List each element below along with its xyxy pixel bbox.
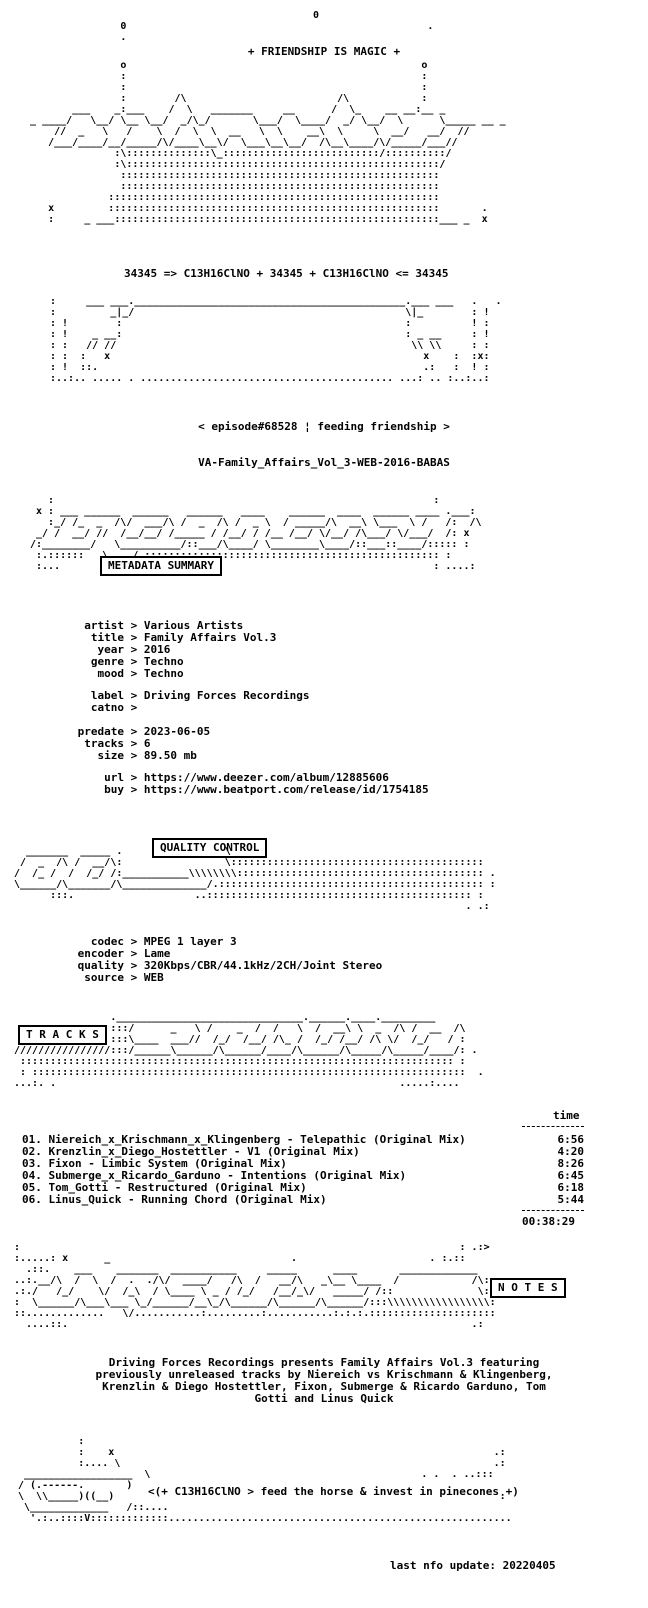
notes-banner-art: : : .:> :.....: x _ . . :.:: .::. ___ __… <box>14 1242 496 1330</box>
deezer-link[interactable]: https://www.deezer.com/album/12885606 <box>143 771 389 784</box>
header-formula: 34345 => C13H16ClNO + 34345 + C13H16ClNO… <box>124 267 449 280</box>
tracks-banner-art: ._______________________________.______.… <box>14 1012 484 1089</box>
episode-line: < episode#68528 ¦ feeding friendship > <box>198 420 450 433</box>
total-rule <box>522 1210 584 1211</box>
footer-tagline: <(+ C13H16ClNO > feed the horse & invest… <box>148 1485 519 1498</box>
time-column-header: time <box>553 1109 580 1122</box>
header-motto: + FRIENDSHIP IS MAGIC + <box>247 45 401 58</box>
track-row: 01. Niereich_x_Krischmann_x_Klingenberg … <box>22 1133 584 1146</box>
metadata-row-url: url > https://www.deezer.com/album/12885… <box>104 771 389 784</box>
metadata-heading: METADATA SUMMARY <box>100 556 222 576</box>
time-header-rule <box>522 1126 584 1127</box>
track-row: 05. Tom_Gotti - Restructured (Original M… <box>22 1181 584 1194</box>
track-row: 04. Submerge_x_Ricardo_Garduno - Intenti… <box>22 1169 584 1182</box>
metadata-row-mood: mood > Techno <box>97 667 184 680</box>
release-name: VA-Family_Affairs_Vol_3-WEB-2016-BABAS <box>198 456 450 469</box>
metadata-row-predate: predate > 2023-06-05 <box>77 725 211 738</box>
footer-horse-art: : : x .: :.... \ .: __________________ \ <box>18 1436 512 1524</box>
beatport-link[interactable]: https://www.beatport.com/release/id/1754… <box>143 783 429 796</box>
last-update: last nfo update: 20220405 <box>390 1559 556 1572</box>
quality-row-source: source > WEB <box>84 971 164 984</box>
total-time: 00:38:29 <box>522 1215 575 1228</box>
tracks-heading: T R A C K S <box>18 1025 107 1045</box>
castle-art: o o : : : : <box>30 60 506 225</box>
metadata-banner-art: : : x : ___ ______ ______ ______ ____ __… <box>30 495 482 572</box>
metadata-row-catno: catno > <box>90 701 144 714</box>
notes-line-3: Krenzlin & Diego Hostettler, Fixon, Subm… <box>102 1380 546 1393</box>
metadata-row-label: label > Driving Forces Recordings <box>90 689 310 702</box>
metadata-row-genre: genre > Techno <box>90 655 184 668</box>
notes-line-1: Driving Forces Recordings presents Famil… <box>108 1356 540 1369</box>
quality-row-encoder: encoder > Lame <box>77 947 171 960</box>
quality-banner-art: _______ _____ . \ / _ /\ / __/\: \::::::… <box>14 846 496 912</box>
quality-row-quality: quality > 320Kbps/CBR/44.1kHz/2CH/Joint … <box>77 959 383 972</box>
metadata-row-artist: artist > Various Artists <box>84 619 244 632</box>
metadata-row-size: size > 89.50 mb <box>97 749 197 762</box>
metadata-row-year: year > 2016 <box>97 643 171 656</box>
quality-row-codec: codec > MPEG 1 layer 3 <box>90 935 237 948</box>
metadata-row-buy: buy > https://www.beatport.com/release/i… <box>104 783 429 796</box>
header-castle-art: 0 0 . . <box>120 10 434 43</box>
notes-line-2: previously unreleased tracks by Niereich… <box>95 1368 553 1381</box>
track-row: 02. Krenzlin_x_Diego_Hostettler - V1 (Or… <box>22 1145 584 1158</box>
metadata-row-tracks: tracks > 6 <box>84 737 151 750</box>
notes-heading: N O T E S <box>490 1278 566 1298</box>
track-row: 06. Linus_Quick - Running Chord (Origina… <box>22 1193 584 1206</box>
track-row: 03. Fixon - Limbic System (Original Mix)… <box>22 1157 584 1170</box>
bridge-art: : ___ ___.______________________________… <box>50 296 502 384</box>
quality-heading: QUALITY CONTROL <box>152 838 268 858</box>
notes-line-4: Gotti and Linus Quick <box>254 1392 394 1405</box>
metadata-row-title: title > Family Affairs Vol.3 <box>90 631 277 644</box>
